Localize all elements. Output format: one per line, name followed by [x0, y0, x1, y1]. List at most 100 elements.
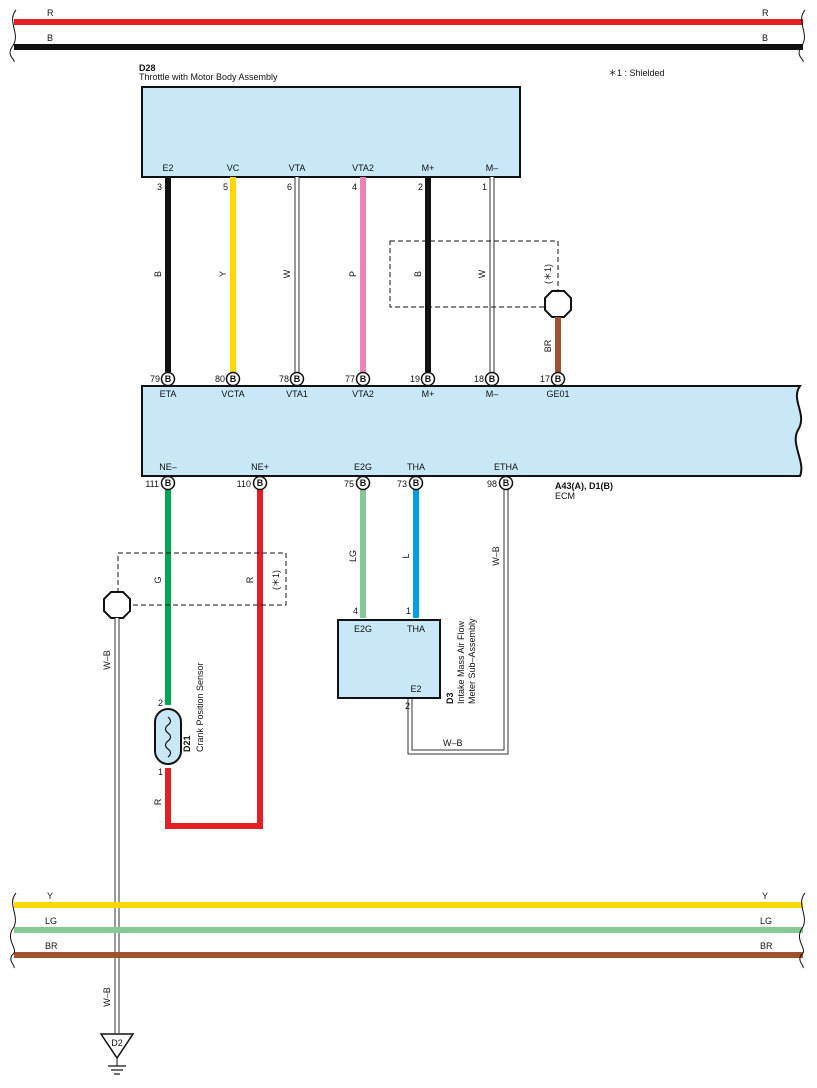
ecm-conn-75: [355, 475, 371, 491]
crank-shield-ground-icon: [103, 591, 131, 619]
wire-label-lg-e2g: LG: [348, 550, 358, 562]
throttle-term-vta: VTA: [289, 163, 306, 173]
wire-label-br-ge01: BR: [543, 339, 553, 352]
bus-break-left: [9, 9, 17, 63]
ecm-term-mminus: M–: [486, 389, 499, 399]
ecm-term-neplus: NE+: [251, 462, 269, 472]
maf-term-e2: E2: [410, 684, 421, 694]
wire-label-wb-ground: W–B: [102, 987, 112, 1007]
bus-label-y-right: Y: [762, 891, 768, 901]
bus-break-right-bottom: [799, 892, 806, 969]
bus-label-lg-right: LG: [760, 916, 772, 926]
wire-label-wb-shield: W–B: [102, 650, 112, 670]
throttle-term-e2: E2: [162, 163, 173, 173]
ecm-bottom-connectors: B B B B B: [160, 475, 514, 491]
wire-neplus-r: [165, 489, 263, 829]
maf-pin-4: 4: [353, 606, 358, 616]
crank-shield-box: [117, 552, 287, 606]
bus-label-r-right: R: [762, 8, 769, 18]
ecm-top-connectors: B B B B B B B: [160, 371, 566, 387]
ecm-pin-80: 80: [215, 374, 225, 384]
wire-label-r-crank: R: [153, 798, 163, 805]
bus-label-br-right: BR: [760, 941, 773, 951]
ecm-conn-111: [160, 475, 176, 491]
top-bus: R R B B: [9, 8, 806, 63]
wire-label-w-vta: W: [282, 269, 292, 278]
crank-pin-2: 2: [158, 698, 163, 708]
ecm-conn-19-letter: B: [425, 374, 432, 384]
throttle-term-vc: VC: [227, 163, 240, 173]
throttle-shield-label: (＊1): [543, 264, 553, 284]
ecm-term-tha: THA: [407, 462, 425, 472]
ecm-conn-111-letter: B: [165, 478, 172, 488]
bus-label-r-left: R: [47, 8, 54, 18]
wire-label-b-e2: B: [153, 271, 163, 277]
bus-break-right: [798, 9, 806, 63]
throttle-pin-6: 6: [287, 182, 292, 192]
ecm-term-vta1: VTA1: [286, 389, 308, 399]
wire-label-l-tha: L: [401, 553, 411, 558]
ecm-conn-17-letter: B: [555, 374, 562, 384]
throttle-code: D28: [139, 63, 156, 73]
ecm-conn-78-letter: B: [294, 374, 301, 384]
crank-sensor-body: [154, 708, 182, 765]
throttle-body-box: [141, 86, 521, 178]
throttle-pin-4: 4: [352, 182, 357, 192]
wire-label-w-mminus: W: [477, 269, 487, 278]
bus-label-lg-left: LG: [45, 916, 57, 926]
ecm-term-vta2: VTA2: [352, 389, 374, 399]
maf-sensor-box: [337, 619, 441, 699]
ecm-pin-77: 77: [345, 374, 355, 384]
maf-pin-2: 2: [405, 701, 410, 711]
ecm-pin-18: 18: [474, 374, 484, 384]
throttle-shield-box: [389, 240, 559, 308]
ecm-conn-110: [252, 475, 268, 491]
crank-code: D21: [182, 735, 192, 752]
ecm-name: ECM: [555, 491, 575, 501]
ecm-pin-79: 79: [150, 374, 160, 384]
ecm-conn-98: [498, 475, 514, 491]
ecm-box: [141, 385, 803, 477]
maf-pin-1: 1: [406, 606, 411, 616]
crank-coil-icon: [164, 716, 172, 758]
maf-name-line1: Intake Mass Air Flow: [456, 620, 466, 704]
wire-label-wb-e2: W–B: [443, 738, 463, 748]
wire-label-b-mplus: B: [413, 271, 423, 277]
throttle-pin-2: 2: [418, 182, 423, 192]
ecm-term-neminus: NE–: [159, 462, 177, 472]
bus-label-br-left: BR: [45, 941, 58, 951]
maf-term-e2g: E2G: [354, 624, 372, 634]
shield-note: ＊1 : Shielded: [608, 68, 665, 78]
crank-name: Crank Position Sensor: [195, 662, 205, 752]
ecm-pin-78: 78: [279, 374, 289, 384]
throttle-pin-5: 5: [223, 182, 228, 192]
bottom-bus: Y Y LG LG BR BR: [10, 891, 806, 969]
ecm-conn-18-letter: B: [489, 374, 496, 384]
throttle-name: Throttle with Motor Body Assembly: [139, 72, 278, 82]
ecm-conn-98-letter: B: [503, 478, 510, 488]
crank-shield-label: (＊1): [271, 570, 281, 590]
throttle-term-mminus: M–: [486, 163, 499, 173]
maf-term-tha: THA: [407, 624, 425, 634]
wire-label-y: Y: [218, 271, 228, 277]
throttle-shield-ground-icon: [544, 290, 572, 318]
throttle-pin-3: 3: [157, 182, 162, 192]
crank-pin-1: 1: [158, 767, 163, 777]
bus-break-left-bottom: [10, 892, 17, 969]
wire-label-r-neplus: R: [245, 576, 255, 583]
bus-label-b-right: B: [762, 33, 768, 43]
ecm-term-mplus: M+: [422, 389, 435, 399]
ecm-conn-77-letter: B: [360, 374, 367, 384]
maf-name-line2: Meter Sub–Assembly: [467, 618, 477, 704]
ecm-conn-73-letter: B: [413, 478, 420, 488]
bus-label-b-left: B: [47, 33, 53, 43]
ecm-code: A43(A), D1(B): [555, 481, 613, 491]
wire-label-g: G: [153, 576, 163, 583]
throttle-pin-1: 1: [482, 182, 487, 192]
ecm-conn-73: [408, 475, 424, 491]
throttle-term-vta2: VTA2: [352, 163, 374, 173]
ground-d2-symbol: [99, 1033, 135, 1060]
ecm-term-ge01: GE01: [546, 389, 569, 399]
ecm-conn-110-letter: B: [257, 478, 264, 488]
